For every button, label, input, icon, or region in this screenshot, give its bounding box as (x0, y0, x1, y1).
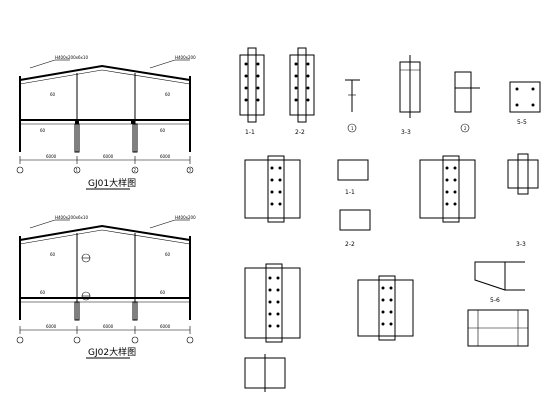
svg-text:6000: 6000 (160, 324, 171, 329)
section-label: 2-2 (345, 241, 355, 248)
section-label: 1-1 (345, 189, 355, 196)
svg-text:6000: 6000 (103, 324, 114, 329)
svg-text:60: 60 (50, 252, 56, 257)
axis-label: 1 (76, 168, 79, 173)
dim-2: 6000 (103, 154, 114, 159)
frame-gj01: H400x200x6x10 H400x200 60 60 60 60 6000 … (16, 55, 196, 190)
svg-text:H400x200: H400x200 (175, 215, 196, 220)
axis-label: 2 (134, 168, 137, 173)
frame-title: GJ02大样图 (88, 346, 136, 358)
svg-text:60: 60 (165, 92, 171, 97)
svg-text:60: 60 (160, 290, 166, 295)
section-label: 3-3 (516, 241, 526, 248)
detail-row-bottom: 5-6 (244, 261, 529, 392)
svg-text:H400x200x6x10: H400x200x6x10 (55, 215, 88, 220)
dim-1: 6000 (46, 154, 57, 159)
svg-text:H400x200: H400x200 (175, 55, 196, 60)
detail-row-middle: 1-1 2-2 3-3 (244, 153, 539, 248)
frame-title: GJ01大样图 (88, 177, 136, 189)
section-label: 1-1 (245, 129, 255, 136)
svg-text:60: 60 (165, 252, 171, 257)
section-label: 2-2 (295, 129, 305, 136)
axis-label: 3 (189, 168, 192, 173)
svg-text:60: 60 (160, 128, 166, 133)
section-label: 5-6 (490, 297, 500, 304)
svg-text:60: 60 (40, 290, 46, 295)
detail-row-top: 1-1 2-2 1 3-3 2 5-5 (239, 47, 541, 136)
svg-text:6000: 6000 (46, 324, 57, 329)
section-label: 5-5 (517, 119, 527, 126)
marker: 1 (351, 126, 354, 131)
gj01-rafter (19, 64, 191, 81)
svg-text:60: 60 (40, 128, 46, 133)
marker: 2 (464, 126, 467, 131)
frame-gj02: H400x200x6x10 H400x200 60 60 60 60 6000 … (16, 215, 196, 359)
section-label: 3-3 (401, 129, 411, 136)
dim-3: 6000 (160, 154, 171, 159)
svg-text:H400x200x6x10: H400x200x6x10 (55, 55, 88, 60)
svg-text:60: 60 (50, 92, 56, 97)
